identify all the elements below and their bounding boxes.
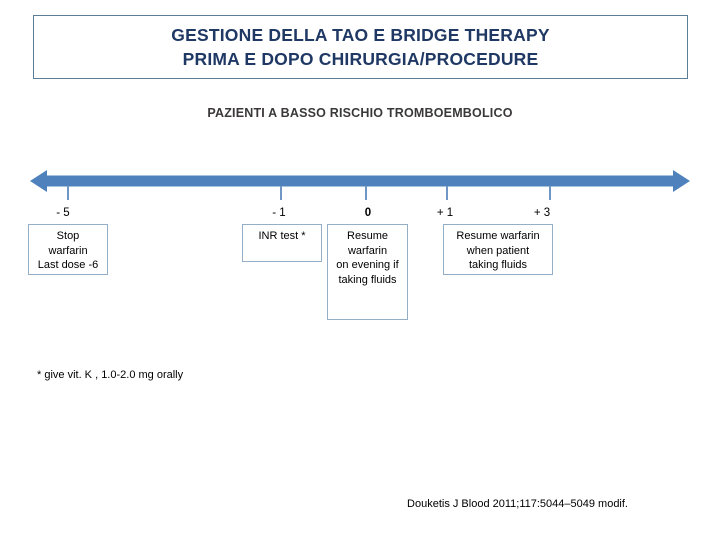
timeline-label-day-plus1: + 1 <box>436 207 454 219</box>
footnote-vitamin-k: * give vit. K , 1.0-2.0 mg orally <box>37 369 184 381</box>
timeline-tick-day-zero <box>365 186 367 200</box>
timeline-label-day-minus5: - 5 <box>56 207 70 219</box>
timeline-tick-day-minus5 <box>67 186 69 200</box>
timeline-label-day-plus3: + 3 <box>533 207 551 219</box>
citation-reference: Douketis J Blood 2011;117:5044–5049 modi… <box>407 498 628 510</box>
note-box-inr-test: INR test * <box>242 224 322 262</box>
double-arrow-shape <box>30 170 690 192</box>
note-box-stop-warfarin: Stop warfarin Last dose -6 <box>28 224 108 275</box>
timeline-label-day-zero: 0 <box>364 207 372 219</box>
slide-subtitle: PAZIENTI A BASSO RISCHIO TROMBOEMBOLICO <box>207 106 513 120</box>
timeline-tick-day-minus1 <box>280 186 282 200</box>
timeline-tick-day-plus3 <box>549 186 551 200</box>
timeline-double-arrow <box>30 170 690 192</box>
note-box-resume-day0: Resume warfarin on evening if taking flu… <box>327 224 408 320</box>
slide-title-box: GESTIONE DELLA TAO E BRIDGE THERAPY PRIM… <box>33 15 688 79</box>
slide-title-line2: PRIMA E DOPO CHIRURGIA/PROCEDURE <box>182 49 539 69</box>
note-box-resume-day1-3: Resume warfarin when patient taking flui… <box>443 224 553 275</box>
timeline-tick-day-plus1 <box>446 186 448 200</box>
slide-title-line1: GESTIONE DELLA TAO E BRIDGE THERAPY <box>171 25 550 45</box>
timeline-label-day-minus1: - 1 <box>272 207 286 219</box>
